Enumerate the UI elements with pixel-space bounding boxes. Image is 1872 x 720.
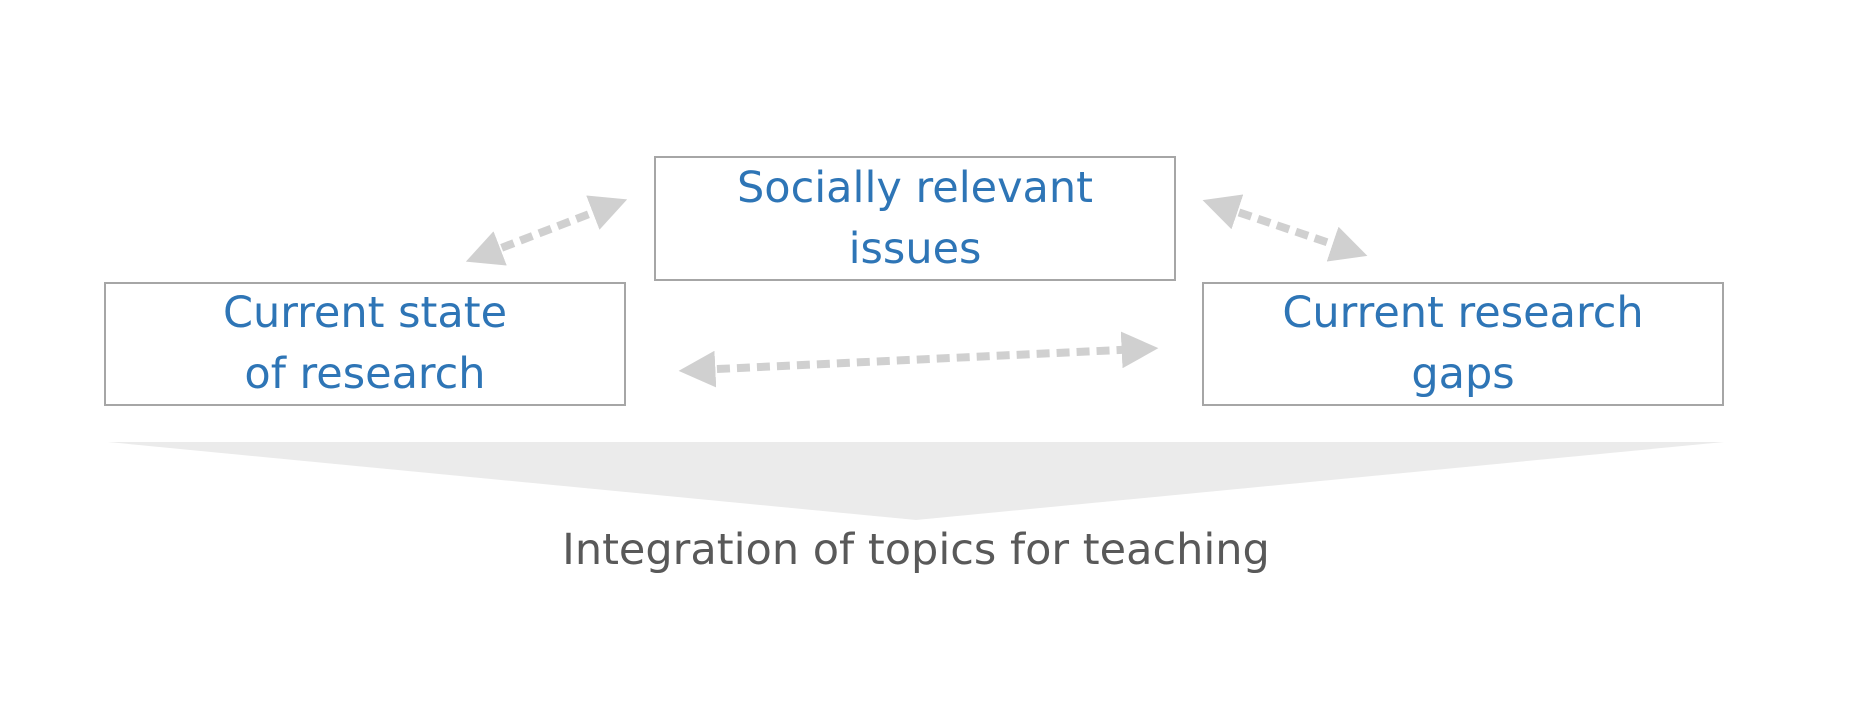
arrow-state-gaps — [678, 331, 1159, 388]
integration-caption: Integration of topics for teaching — [562, 525, 1270, 575]
node-label: Current state of research — [222, 288, 508, 399]
arrow-state-social — [465, 195, 628, 266]
integration-funnel-shape — [108, 442, 1724, 520]
arrow-social-gaps — [1202, 194, 1368, 262]
node-current-state-of-research: Current state of research — [104, 282, 626, 406]
node-label: Socially relevant issues — [736, 162, 1094, 274]
node-socially-relevant-issues: Socially relevant issues — [654, 156, 1176, 281]
node-label: Current research gaps — [1282, 288, 1644, 399]
node-current-research-gaps: Current research gaps — [1202, 282, 1724, 406]
